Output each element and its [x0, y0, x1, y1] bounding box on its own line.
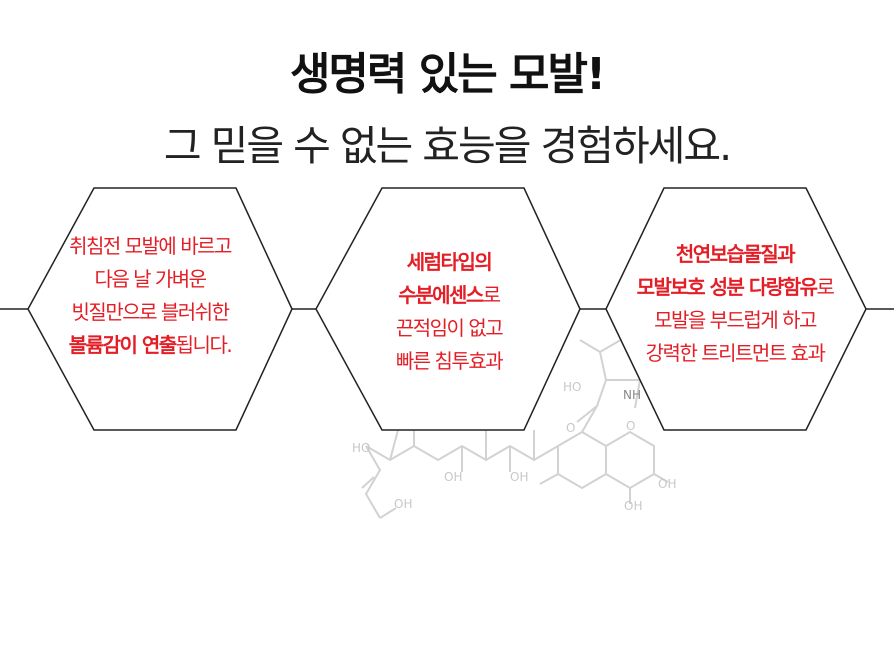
hexagon-text-run: 빗질만으로 블러쉬한: [71, 300, 230, 324]
hexagon-3-line: 모발을 부드럽게 하고: [600, 304, 870, 337]
hexagon-1-line: 취침전 모발에 바르고: [20, 230, 280, 263]
hexagon-text-run: 취침전 모발에 바르고: [69, 234, 232, 258]
hexagon-text-run: 강력한 트리트먼트 효과: [645, 341, 826, 365]
molecule-label-o-ring: O: [626, 419, 635, 433]
subline: 그 믿을 수 없는 효능을 경험하세요.: [163, 122, 732, 170]
molecule-label-oh-4: OH: [624, 499, 642, 513]
molecule-label-ho-top: HO: [563, 380, 581, 394]
hexagon-2-line: 세럼타입의: [318, 246, 580, 279]
hexagon-3-outline: [605, 187, 867, 431]
hexagon-text-run: 세럼타입의: [406, 250, 493, 274]
molecule-label-oh-1: OH: [444, 470, 462, 484]
hexagon-text-run: 모발보호 성분 다량함유: [636, 275, 818, 299]
molecule-structure-icon: [361, 336, 669, 519]
molecule-label-ho-left: HO: [352, 441, 370, 455]
hexagon-text-run: 빠른 침투효과: [395, 349, 504, 373]
hexagon-text-run: 로: [482, 283, 501, 307]
hexagon-text-run: 천연보습물질과: [675, 242, 796, 266]
hexagon-text-run: 됩니다.: [175, 333, 233, 357]
molecule-label-nh: NH: [623, 388, 641, 402]
hexagon-2-outline: [315, 187, 581, 431]
headline: 생명력 있는 모발!: [289, 49, 606, 100]
molecule-label-oh-3: OH: [658, 477, 676, 491]
molecule-labels: HO NH O O HO OH OH OH OH OH: [352, 380, 676, 513]
hexagon-1-outline: [27, 187, 293, 431]
hexagon-text-run: 볼륨감이 연출: [68, 333, 177, 357]
hexagon-text-run: 끈적임이 없고: [395, 316, 504, 340]
molecule-label-oh-2: OH: [510, 470, 528, 484]
hexagon-2-line: 끈적임이 없고: [318, 312, 580, 345]
hexagon-outlines: [0, 187, 894, 431]
hexagon-text-run: 모발을 부드럽게 하고: [654, 308, 817, 332]
hexagon-text-run: 수분에센스: [398, 283, 484, 307]
hexagon-text-run: 로: [816, 275, 835, 299]
hexagon-3-line: 천연보습물질과: [600, 238, 870, 271]
molecule-label-oh-5: OH: [394, 497, 412, 511]
hexagon-3-line: 모발보호 성분 다량함유로: [600, 271, 870, 304]
hexagon-2-line: 빠른 침투효과: [318, 345, 580, 378]
hexagon-1-line: 다음 날 가벼운: [20, 263, 280, 296]
hexagon-2-line: 수분에센스로: [318, 279, 580, 312]
hexagon-1-line: 빗질만으로 블러쉬한: [20, 296, 280, 329]
hexagon-3-line: 강력한 트리트먼트 효과: [600, 337, 870, 370]
hexagon-1-line: 볼륨감이 연출됩니다.: [20, 329, 280, 362]
hexagon-text-run: 다음 날 가벼운: [94, 267, 207, 291]
molecule-label-o-ketone: O: [566, 421, 575, 435]
